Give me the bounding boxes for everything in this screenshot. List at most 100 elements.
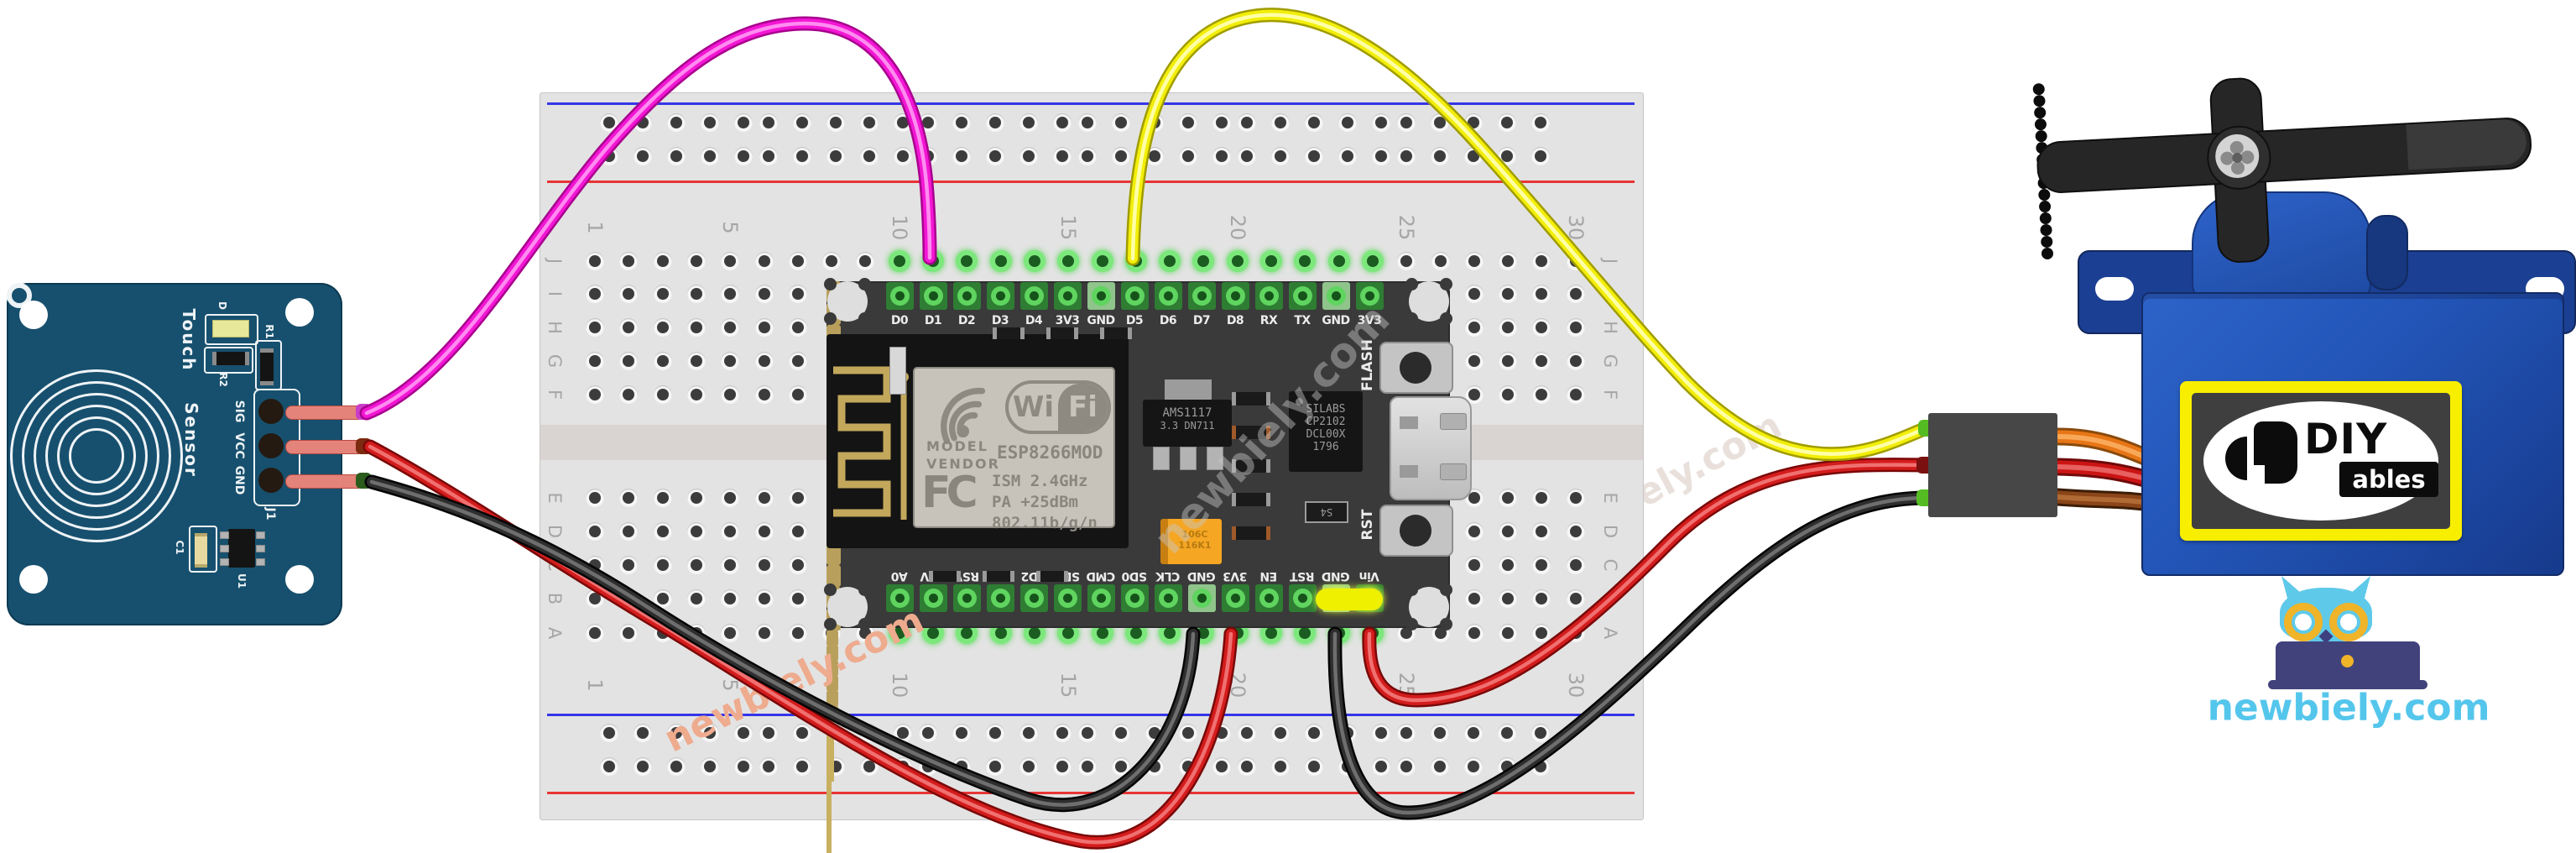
pin-sd0 — [1121, 584, 1149, 612]
rail-positive-line-top — [547, 181, 1635, 183]
breadboard-hole — [793, 724, 811, 742]
breadboard-hole — [734, 757, 753, 776]
breadboard-hole — [653, 556, 672, 574]
pin-d8 — [1222, 282, 1249, 310]
rail-negative-line-top — [547, 102, 1635, 105]
row-letter: C — [545, 558, 565, 572]
breadboard-hole — [634, 147, 652, 165]
chip-pad — [827, 789, 832, 797]
column-number: 1 — [583, 678, 607, 692]
breadboard-hole — [1532, 589, 1551, 608]
breadboard-hole — [1531, 724, 1550, 742]
mount-hole — [1405, 583, 1452, 631]
pin-label-cmd: CMD — [1086, 569, 1116, 583]
row-letter: J — [545, 258, 565, 264]
breadboard-hole — [686, 385, 706, 404]
touch-pad-center — [7, 283, 32, 308]
touch-pad — [7, 283, 342, 542]
led-label: D — [216, 301, 228, 310]
breadboard-hole — [1531, 757, 1550, 776]
breadboard-hole — [619, 385, 639, 404]
breadboard-hole — [759, 147, 778, 165]
breadboard-hole — [1499, 624, 1518, 642]
row-letter: C — [1600, 558, 1620, 572]
brand-text-main: DIY — [2304, 415, 2388, 463]
row-letter: D — [545, 524, 565, 539]
breadboard-hole — [686, 352, 706, 370]
horn-hole — [2040, 223, 2052, 237]
pin-label-d1: D1 — [924, 314, 942, 327]
c1-label: C1 — [174, 540, 185, 555]
wire-end-cap-signal — [356, 404, 372, 420]
pin-gnd — [1188, 584, 1216, 612]
breadboard-hole — [619, 556, 639, 574]
chip-pad — [827, 827, 832, 835]
pin-label-d4: D4 — [1025, 314, 1043, 327]
breadboard-hole — [754, 352, 774, 370]
breadboard-hole — [1499, 318, 1518, 337]
pin-rsv — [953, 584, 981, 612]
breadboard-hole — [1499, 589, 1518, 608]
breadboard-hole — [1566, 252, 1585, 270]
breadboard-hole — [952, 147, 971, 165]
breadboard-hole — [894, 113, 912, 132]
sensor-title-2: Sensor — [181, 402, 201, 478]
wifi-logo-fi: Fi — [1058, 384, 1108, 431]
row-letter: A — [545, 626, 565, 640]
brand-text-sub-box: ables — [2339, 462, 2438, 497]
breadboard-hole — [1566, 624, 1585, 642]
breadboard-hole — [586, 318, 604, 337]
breadboard-hole-connected — [1091, 250, 1113, 272]
breadboard-hole — [1053, 147, 1072, 165]
breadboard-hole — [788, 385, 807, 404]
pin-label-clk: CLK — [1155, 569, 1181, 583]
breadboard-hole-connected — [1294, 250, 1317, 272]
breadboard-hole — [1238, 113, 1256, 132]
chip-pad — [827, 782, 832, 789]
breadboard-hole — [1271, 724, 1290, 742]
breadboard-hole — [1431, 252, 1450, 270]
breadboard-hole — [653, 252, 672, 270]
breadboard-hole — [721, 556, 740, 574]
pin-gnd — [1322, 282, 1350, 310]
breadboard-hole — [586, 252, 604, 270]
breadboard-hole — [721, 489, 740, 507]
breadboard-hole — [634, 724, 652, 742]
owl-glasses-left — [2284, 603, 2323, 641]
breadboard-hole — [754, 624, 774, 642]
owl-laptop-dot — [2341, 655, 2354, 667]
breadboard-hole — [1019, 113, 1038, 132]
breadboard-hole — [734, 113, 753, 132]
breadboard-hole — [1566, 522, 1585, 541]
breadboard-hole — [586, 352, 604, 370]
site-url: newbiely.com — [2207, 686, 2490, 730]
breadboard-hole — [827, 147, 845, 165]
breadboard-hole — [634, 113, 652, 132]
breadboard-hole — [1338, 113, 1357, 132]
breadboard-hole — [1499, 522, 1518, 541]
column-number: 5 — [718, 221, 743, 234]
breadboard-hole — [667, 113, 686, 132]
breadboard-hole — [686, 285, 706, 303]
micro-usb-port — [1390, 396, 1472, 500]
diyables-logo-mark2 — [2254, 421, 2297, 484]
pin-label-vcc: VCC — [232, 432, 246, 459]
breadboard-hole — [600, 724, 618, 742]
breadboard-hole — [793, 113, 811, 132]
pin-label-gnd: GND — [232, 465, 246, 495]
module-name: ESP8266MOD — [997, 442, 1103, 463]
breadboard-hole — [1305, 147, 1323, 165]
breadboard-hole — [827, 113, 845, 132]
breadboard-hole — [653, 589, 672, 608]
horn-hole — [2033, 94, 2046, 107]
pin-d3 — [987, 282, 1014, 310]
breadboard-hole — [721, 285, 740, 303]
breadboard-hole — [1112, 147, 1130, 165]
breadboard-hole — [856, 252, 875, 270]
pin-label-sd0: SD0 — [1122, 569, 1147, 583]
breadboard-hole — [586, 522, 604, 541]
breadboard-hole — [653, 489, 672, 507]
row-letter: A — [1600, 626, 1620, 640]
breadboard-hole — [1464, 285, 1484, 303]
